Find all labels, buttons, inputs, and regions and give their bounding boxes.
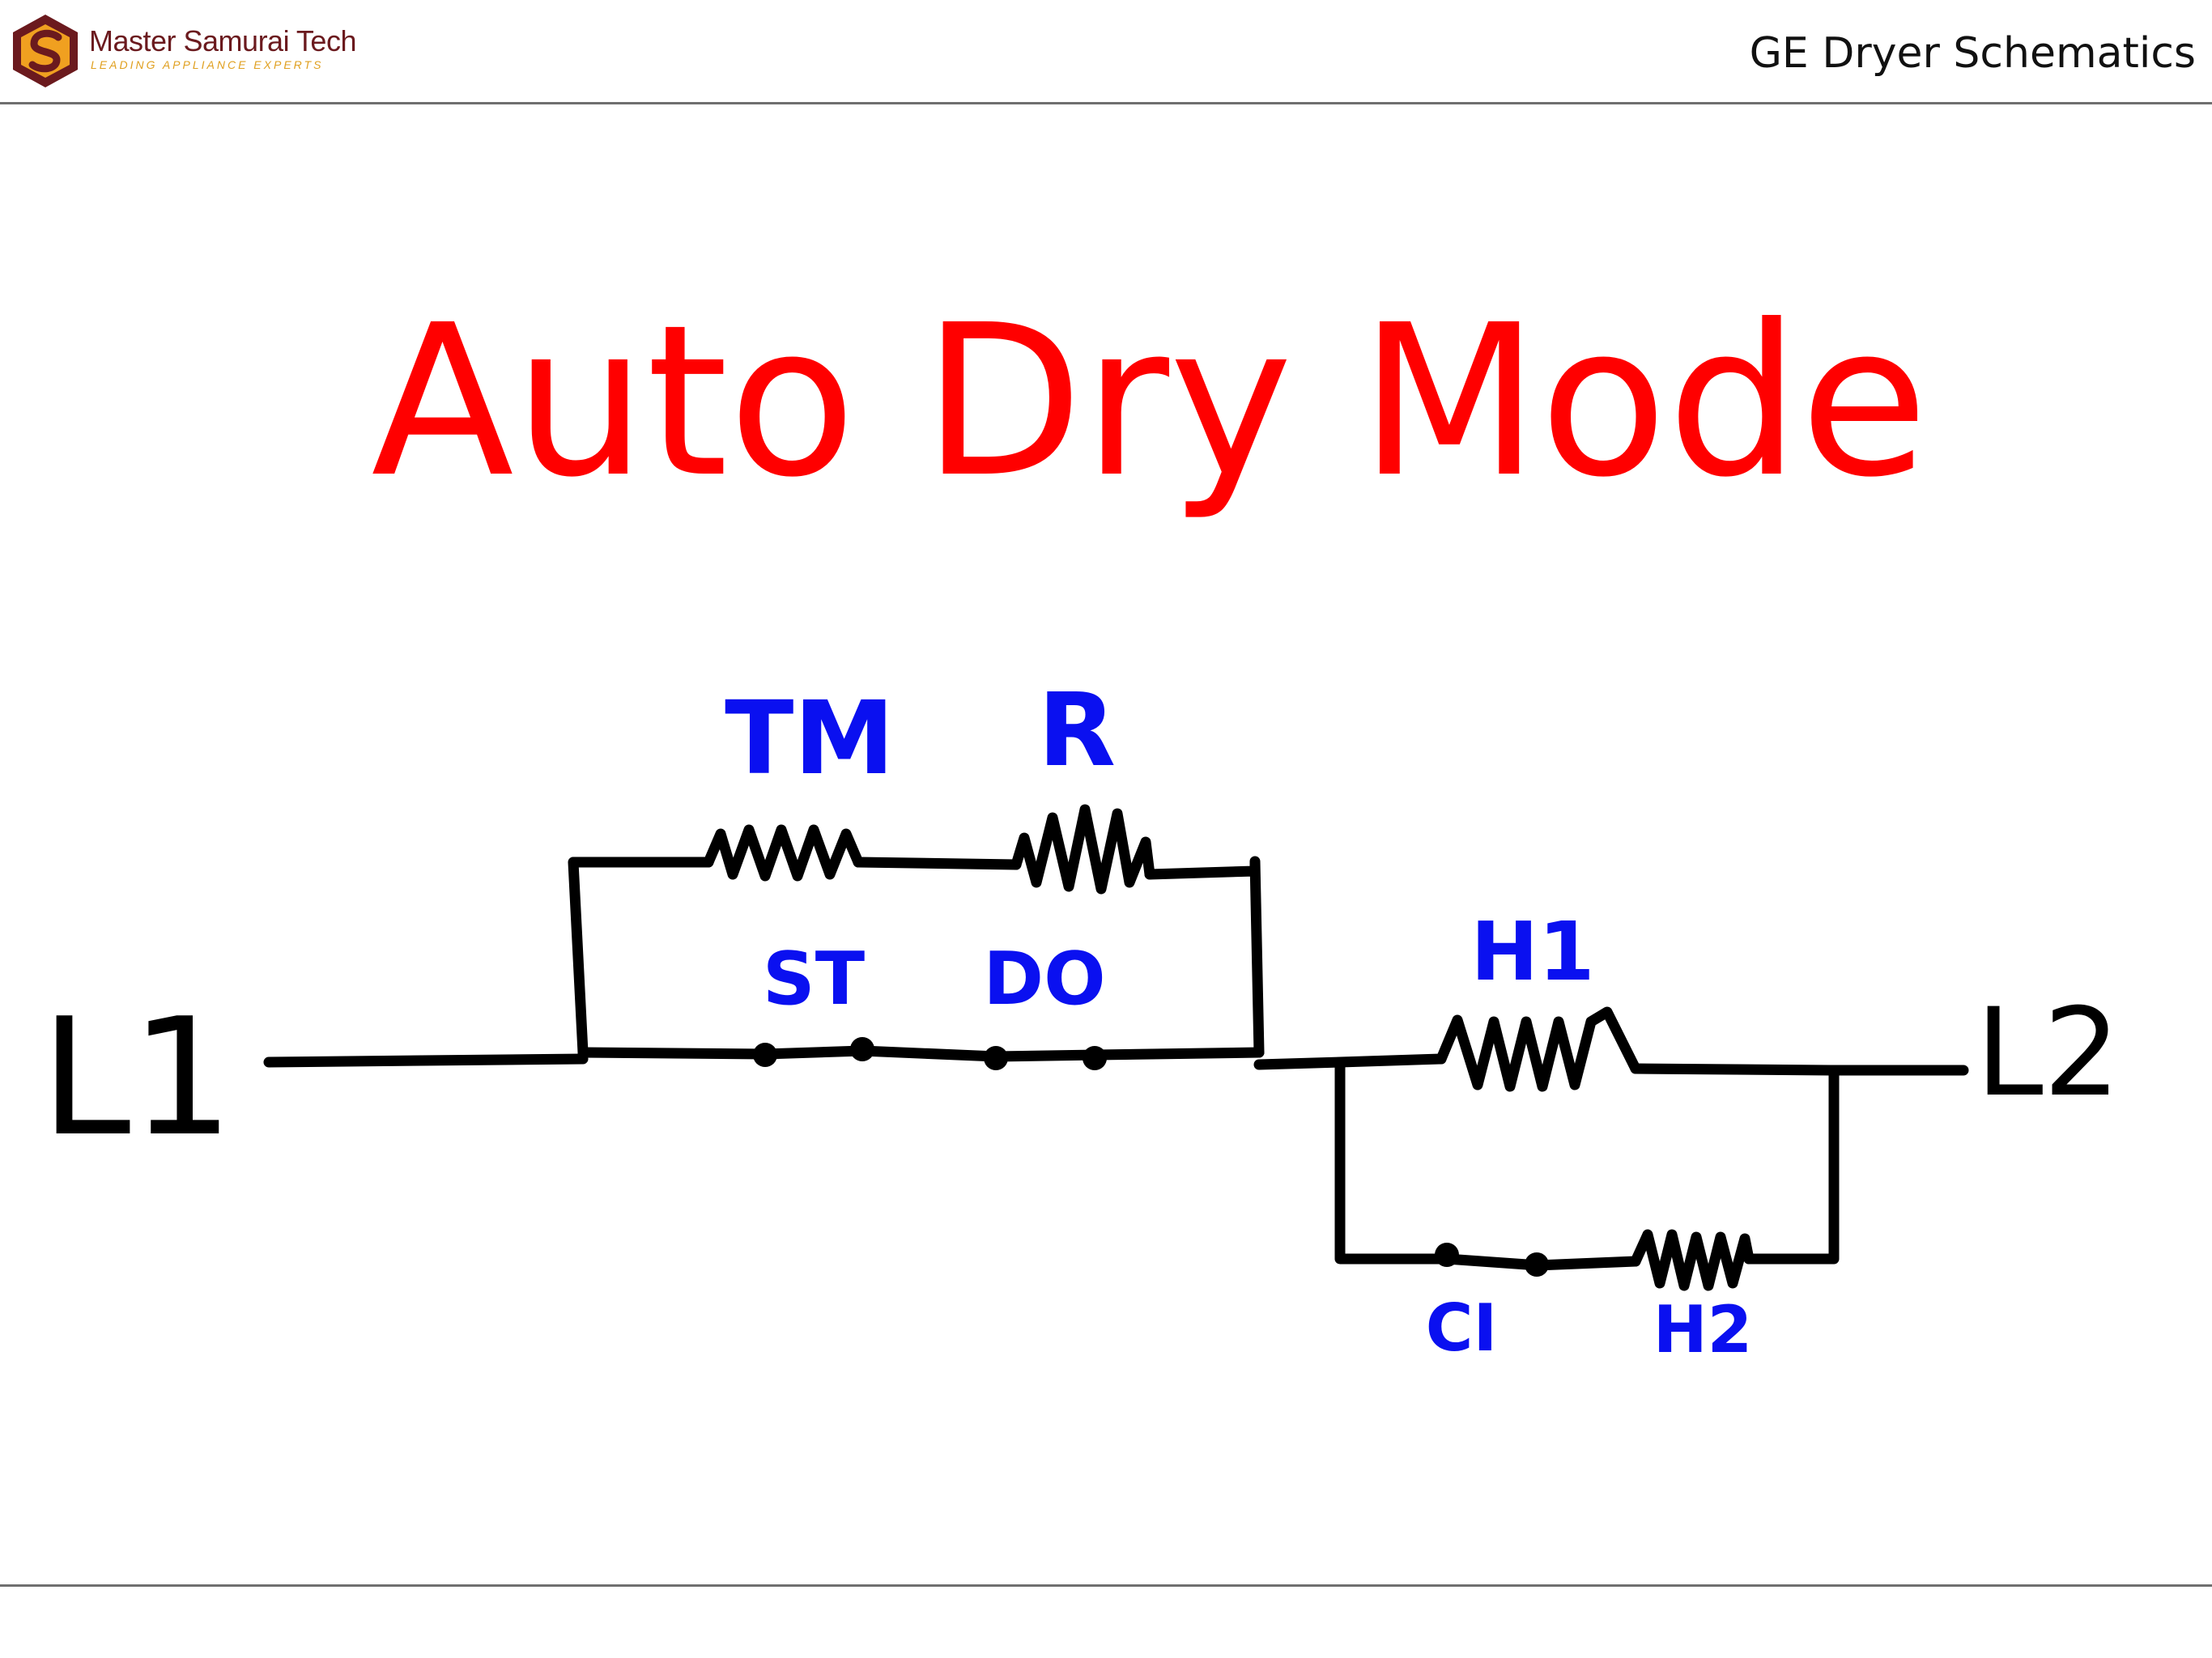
contact-st-left: [753, 1043, 777, 1067]
contact-c1-left: [1435, 1243, 1459, 1267]
brand-tagline: LEADING APPLIANCE EXPERTS: [91, 58, 324, 71]
footer-divider: [0, 1584, 2212, 1587]
terminal-l1: L1: [40, 984, 234, 1172]
wire-contacts-branch: [577, 1045, 1265, 1062]
resistor-h2: [1630, 1229, 1755, 1291]
wire-l1-lead: [263, 1053, 589, 1068]
wire-tm-to-r: [853, 857, 1022, 870]
diagram-title: Auto Dry Mode: [371, 280, 1928, 523]
document-title: GE Dryer Schematics: [1749, 29, 2196, 78]
wire-upper-right: [1144, 856, 1265, 1058]
label-c1: CI: [1426, 1290, 1497, 1366]
wire-h1-to-l2: [1630, 1063, 1969, 1076]
label-st: ST: [763, 937, 865, 1022]
resistor-tm: [703, 824, 864, 882]
header-bar: Master Samurai Tech LEADING APPLIANCE EX…: [0, 0, 2212, 104]
wire-upper-left: [568, 857, 714, 1058]
label-r: R: [1038, 672, 1116, 789]
label-do: DO: [983, 937, 1105, 1022]
contact-do-right: [1083, 1046, 1107, 1070]
label-h2: H2: [1653, 1292, 1753, 1367]
circuit-wiring: [263, 804, 1969, 1291]
label-tm: TM: [725, 680, 895, 797]
hexagon-s-logo-icon: [13, 15, 78, 87]
brand-name: Master Samurai Tech: [89, 24, 356, 57]
terminal-l2: L2: [1976, 983, 2121, 1124]
wire-heater-left: [1334, 1059, 1453, 1265]
resistor-r: [1010, 804, 1155, 895]
label-h1: H1: [1470, 904, 1594, 999]
contact-st-right: [850, 1037, 874, 1061]
wire-heater-right: [1743, 1065, 1840, 1265]
header-divider: [0, 102, 2212, 104]
wire-to-heaters: [1253, 1053, 1447, 1070]
resistor-h1: [1436, 1006, 1641, 1092]
contact-c1-right: [1525, 1252, 1549, 1277]
contact-do-left: [984, 1046, 1008, 1070]
